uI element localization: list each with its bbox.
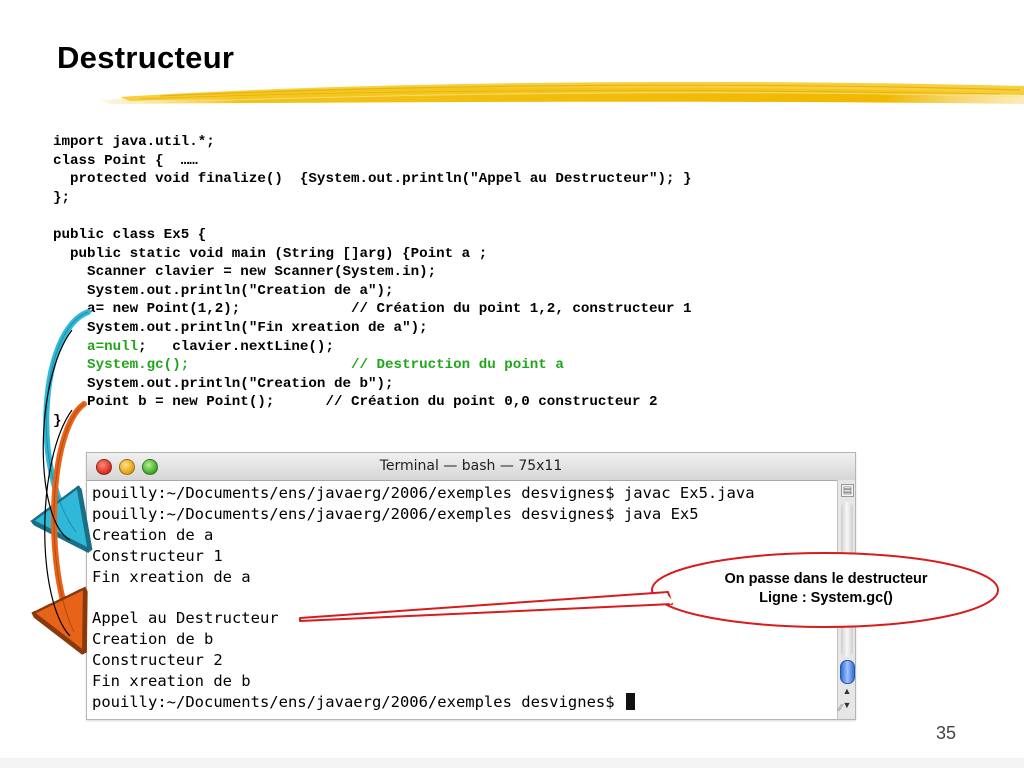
code-text: }; (53, 189, 71, 206)
code-line: System.out.println("Fin xreation de a"); (53, 319, 692, 338)
scroll-up-arrow-icon[interactable]: ▲ (842, 686, 852, 696)
code-line: Scanner clavier = new Scanner(System.in)… (53, 263, 692, 282)
code-text: System.out.println("Fin xreation de a"); (53, 319, 428, 336)
terminal-line: Constructeur 1 (92, 546, 755, 567)
terminal-line (92, 587, 755, 608)
code-line: class Point { …… (53, 152, 692, 171)
text-cursor-icon (625, 692, 635, 710)
minimize-icon[interactable] (119, 459, 135, 475)
code-text: Point b = new Point(); // Création du po… (53, 394, 658, 411)
slide-number: 35 (936, 723, 957, 743)
slide-footer-band (0, 758, 1024, 768)
terminal-title: Terminal — bash — 75x11 (379, 458, 563, 474)
terminal-line-text: pouilly:~/Documents/ens/javaerg/2006/exe… (92, 504, 699, 523)
code-line: System.out.println("Creation de a"); (53, 282, 692, 301)
callout-text: On passe dans le destructeur Ligne : Sys… (666, 570, 986, 608)
title-brush-stroke (100, 81, 1024, 104)
code-text: ; clavier.nextLine(); (138, 338, 334, 355)
code-line: a= new Point(1,2); // Création du point … (53, 300, 692, 319)
terminal-line: pouilly:~/Documents/ens/javaerg/2006/exe… (92, 483, 755, 504)
code-text: class Point { …… (53, 152, 198, 169)
terminal-output[interactable]: pouilly:~/Documents/ens/javaerg/2006/exe… (92, 483, 755, 713)
resize-grip-icon[interactable]: ⁄⁄ (839, 703, 843, 714)
terminal-line-text: pouilly:~/Documents/ens/javaerg/2006/exe… (92, 692, 624, 711)
code-text: public static void main (String []arg) {… (53, 245, 488, 262)
code-highlight: a=null (53, 338, 139, 355)
terminal-line-text: Appel au Destructeur (92, 609, 279, 628)
code-line: public static void main (String []arg) {… (53, 245, 692, 264)
terminal-line-text: Fin xreation de b (92, 672, 251, 691)
code-text: System.out.println("Creation de b"); (53, 375, 394, 392)
code-line: public class Ex5 { (53, 226, 692, 245)
scrollbar-thumb[interactable] (840, 660, 855, 684)
code-text: protected void finalize() {System.out.pr… (53, 171, 692, 188)
zoom-icon[interactable] (142, 459, 158, 475)
code-line (53, 207, 692, 226)
terminal-line-text: Fin xreation de a (92, 567, 251, 586)
callout-line-2: Ligne : System.gc() (759, 590, 893, 606)
terminal-line-text: Constructeur 1 (92, 546, 223, 565)
code-text: System.out.println("Creation de a"); (53, 282, 394, 299)
terminal-line: Fin xreation de b (92, 671, 755, 692)
scroll-down-arrow-icon[interactable]: ▼ (842, 700, 852, 710)
terminal-titlebar[interactable]: Terminal — bash — 75x11 (87, 453, 855, 481)
terminal-line-text: Creation de b (92, 630, 214, 649)
code-line: Point b = new Point(); // Création du po… (53, 393, 692, 412)
slide-title: Destructeur (57, 40, 235, 75)
code-text: Scanner clavier = new Scanner(System.in)… (53, 264, 437, 281)
terminal-line: pouilly:~/Documents/ens/javaerg/2006/exe… (92, 692, 755, 713)
code-text: import java.util.*; (53, 134, 215, 150)
code-line: import java.util.*; (53, 133, 692, 152)
code-line: a=null; clavier.nextLine(); (53, 338, 692, 357)
code-line: } (53, 412, 692, 431)
terminal-line-text: Creation de a (92, 525, 214, 544)
terminal-line-text: Constructeur 2 (92, 651, 223, 670)
terminal-line: Constructeur 2 (92, 650, 755, 671)
code-text: public class Ex5 { (53, 226, 207, 243)
code-highlight: System.gc(); // Destruction du point a (53, 357, 564, 374)
terminal-line-text: pouilly:~/Documents/ens/javaerg/2006/exe… (92, 484, 755, 502)
java-code-block: import java.util.*; class Point { …… prot… (53, 133, 692, 431)
terminal-line: Creation de a (92, 525, 755, 546)
terminal-line: Creation de b (92, 629, 755, 650)
code-line: System.gc(); // Destruction du point a (53, 356, 692, 375)
code-text: a= new Point(1,2); // Création du point … (53, 301, 692, 318)
arrow-creation-b (54, 401, 84, 632)
code-text: } (53, 412, 62, 429)
callout-line-1: On passe dans le destructeur (724, 571, 928, 587)
code-line: protected void finalize() {System.out.pr… (53, 170, 692, 189)
terminal-line: Appel au Destructeur (92, 608, 755, 629)
code-line: }; (53, 189, 692, 208)
terminal-line: pouilly:~/Documents/ens/javaerg/2006/exe… (92, 504, 755, 525)
code-line: System.out.println("Creation de b"); (53, 375, 692, 394)
terminal-line: Fin xreation de a (92, 567, 755, 588)
close-icon[interactable] (96, 459, 112, 475)
split-view-icon[interactable]: ▤ (841, 484, 854, 497)
